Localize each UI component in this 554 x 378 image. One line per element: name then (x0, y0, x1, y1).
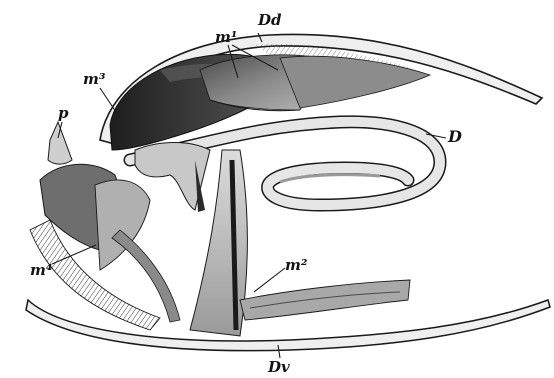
label-dd: Dd (257, 11, 282, 29)
muscle-m1 (200, 55, 430, 111)
label-d: D (447, 127, 462, 146)
muscle-m4-cluster (30, 164, 180, 330)
label-m4: m⁴ (30, 261, 52, 279)
label-m1: m¹ (215, 28, 237, 46)
label-p: p (58, 104, 69, 122)
label-dv: Dv (267, 358, 290, 376)
muscle-m2 (240, 280, 410, 320)
label-m3: m³ (83, 70, 106, 88)
label-m2: m² (285, 256, 308, 274)
